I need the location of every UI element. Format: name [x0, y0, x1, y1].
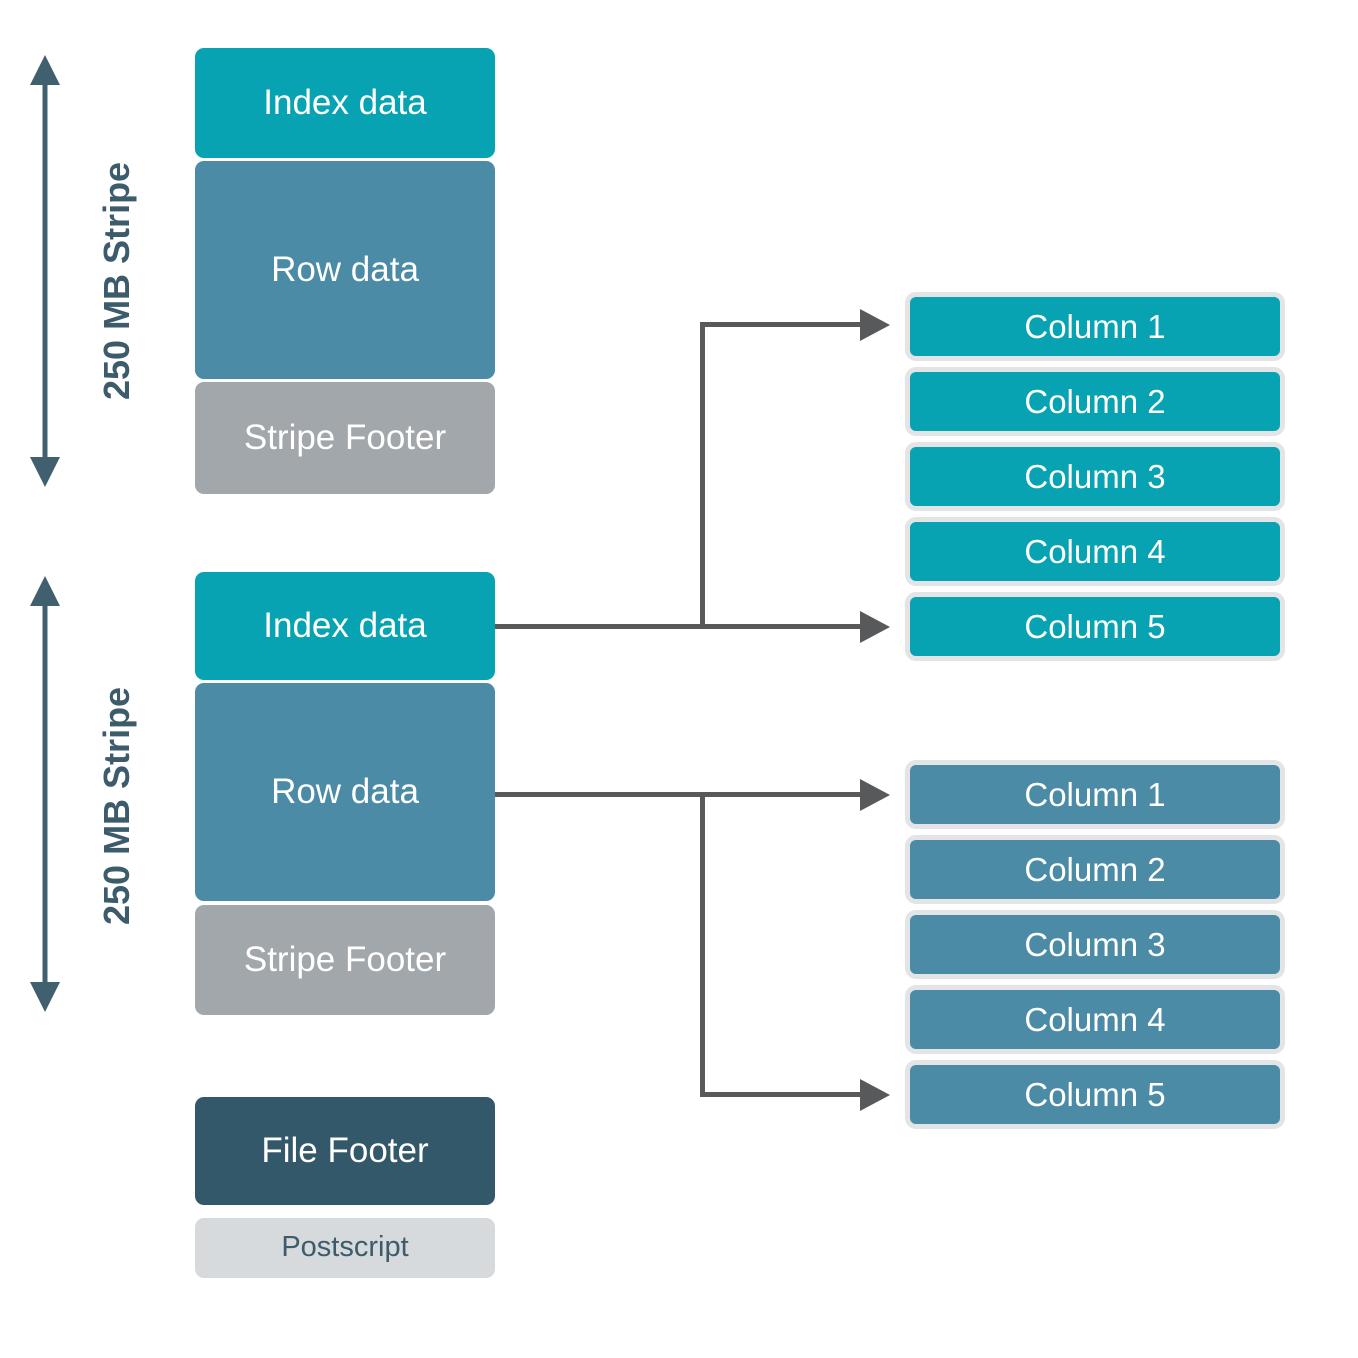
stripe-2-dimension-arrow — [30, 576, 60, 1012]
stripe-1-stripe-footer-block[interactable]: Stripe Footer — [195, 382, 495, 494]
stripe-2-dimension-label: 250 MB Stripe — [96, 686, 137, 925]
index-column-4-chip[interactable]: Column 4 — [905, 517, 1285, 586]
index-connector-arrowhead-top-icon — [860, 309, 890, 341]
stripe-1-dimension-label: 250 MB Stripe — [96, 161, 137, 400]
stripe-1-dimension-arrow — [30, 55, 60, 487]
row-connector-arrowhead-bottom-icon — [860, 1079, 890, 1111]
row-connector-branch-bottom — [700, 1092, 865, 1097]
index-column-5-chip[interactable]: Column 5 — [905, 592, 1285, 661]
row-connector-riser — [700, 792, 705, 1097]
stripe-1-index-data-block[interactable]: Index data — [195, 48, 495, 158]
arrow-head-down-icon — [30, 457, 60, 487]
postscript-block[interactable]: Postscript — [195, 1218, 495, 1278]
index-connector-branch-top — [700, 322, 865, 327]
row-column-1-chip[interactable]: Column 1 — [905, 760, 1285, 829]
file-footer-block[interactable]: File Footer — [195, 1097, 495, 1205]
row-column-3-chip[interactable]: Column 3 — [905, 910, 1285, 979]
index-connector-arrowhead-bottom-icon — [860, 611, 890, 643]
index-connector-stem — [495, 624, 705, 629]
row-column-4-chip[interactable]: Column 4 — [905, 985, 1285, 1054]
row-connector-stem — [495, 792, 705, 797]
stripe-2-row-data-block[interactable]: Row data — [195, 683, 495, 901]
arrow-shaft — [42, 69, 48, 473]
arrow-shaft — [42, 590, 48, 998]
stripe-1-row-data-block[interactable]: Row data — [195, 161, 495, 379]
arrow-head-down-icon — [30, 982, 60, 1012]
row-column-2-chip[interactable]: Column 2 — [905, 835, 1285, 904]
index-column-1-chip[interactable]: Column 1 — [905, 292, 1285, 361]
row-connector-branch-top — [700, 792, 865, 797]
row-connector-arrowhead-top-icon — [860, 779, 890, 811]
index-column-2-chip[interactable]: Column 2 — [905, 367, 1285, 436]
row-column-5-chip[interactable]: Column 5 — [905, 1060, 1285, 1129]
stripe-2-index-data-block[interactable]: Index data — [195, 572, 495, 680]
index-connector-branch-bottom — [700, 624, 865, 629]
index-column-3-chip[interactable]: Column 3 — [905, 442, 1285, 511]
stripe-2-stripe-footer-block[interactable]: Stripe Footer — [195, 905, 495, 1015]
index-connector-riser — [700, 322, 705, 627]
